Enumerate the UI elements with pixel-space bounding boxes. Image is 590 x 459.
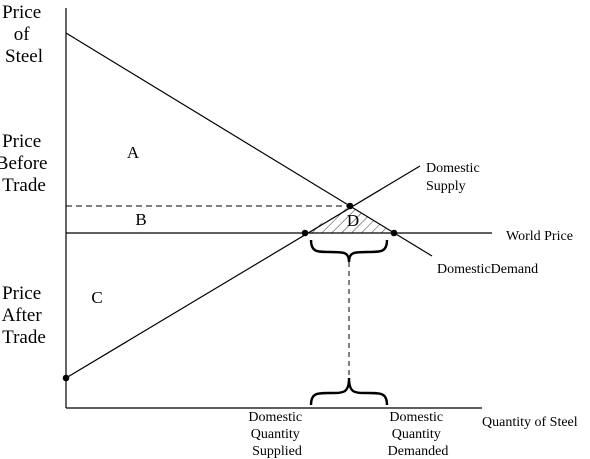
domestic-demand-label: DomesticDemand <box>437 262 538 277</box>
price-before-trade-label: Price Before Trade <box>0 131 52 196</box>
y-axis-label: Price of Steel <box>2 2 46 67</box>
quantity-demanded-point <box>390 229 398 237</box>
domestic-supply-curve <box>65 165 421 379</box>
quantity-supplied-point <box>301 229 309 237</box>
domestic-quantity-demanded-label: Domestic Quantity Demanded <box>388 410 449 459</box>
domestic-supply-label: Domestic Supply <box>426 161 483 194</box>
region-a-label: A <box>127 143 140 162</box>
domestic-quantity-supplied-label: Domestic Quantity Supplied <box>248 410 305 459</box>
upper-brace <box>309 239 389 263</box>
region-b-label: B <box>135 210 146 229</box>
world-price-label: World Price <box>506 229 573 244</box>
lower-brace <box>309 377 389 406</box>
equilibrium-point <box>346 202 354 210</box>
domestic-demand-curve <box>65 32 433 257</box>
x-axis-label: Quantity of Steel <box>482 415 578 430</box>
region-c-label: C <box>91 288 102 307</box>
region-d-label: D <box>347 211 359 230</box>
price-after-trade-label: Price After Trade <box>2 283 47 348</box>
deadweight-loss-area <box>305 206 394 233</box>
supply-intercept-point <box>62 374 70 382</box>
